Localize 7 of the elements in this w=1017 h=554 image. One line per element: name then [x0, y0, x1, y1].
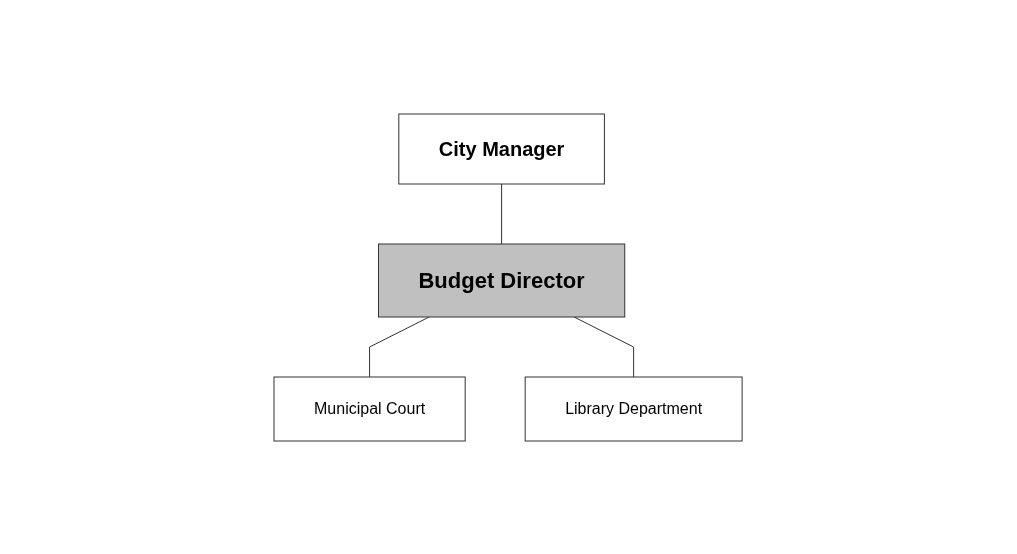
connector [501, 183, 503, 244]
node-box: Municipal Court [273, 376, 467, 441]
connector [369, 316, 431, 377]
connector [574, 316, 635, 377]
node-box: Budget Director [378, 243, 626, 317]
node-box: City Manager [398, 113, 606, 184]
node-box: Library Department [525, 376, 744, 441]
